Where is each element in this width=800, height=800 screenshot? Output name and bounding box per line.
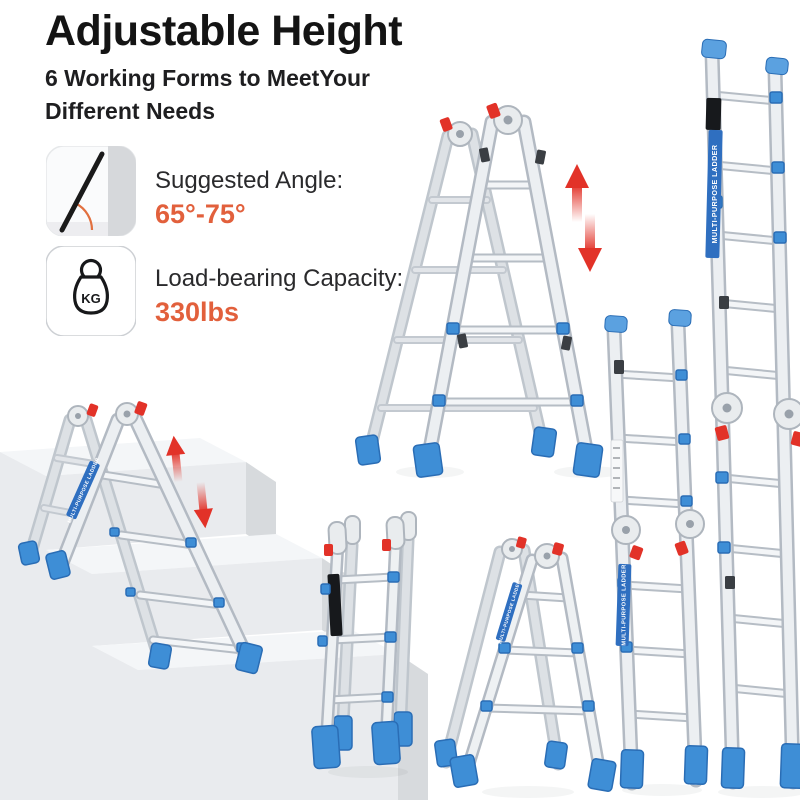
- ladder-rungs: [708, 90, 796, 699]
- ladder-feet: [17, 540, 263, 675]
- hinge-locks: [611, 509, 705, 561]
- ladder-rungs: [324, 572, 399, 705]
- rung-clamps: [617, 369, 693, 653]
- ladder-rungs: [434, 180, 582, 407]
- ladder-feet: [412, 442, 604, 478]
- ladder-feet: [449, 754, 617, 792]
- rail-pad: [614, 360, 624, 374]
- side-label: [327, 573, 343, 637]
- feature-angle: Suggested Angle: 65°-75°: [155, 166, 455, 230]
- angle-label: Suggested Angle:: [155, 167, 344, 194]
- staircase: [0, 438, 428, 800]
- ladder-rungs: [40, 454, 248, 655]
- ladder-feet: [720, 742, 800, 790]
- page-title: Adjustable Height: [45, 7, 403, 55]
- header: Adjustable Height 6 Working Forms to Mee…: [45, 4, 525, 128]
- rail-pads: [456, 147, 572, 351]
- svg-text:MULTI-PURPOSE LADDER: MULTI-PURPOSE LADDER: [710, 144, 719, 243]
- ladder-rungs: [481, 590, 594, 716]
- down-arrow-icon: [578, 214, 602, 272]
- subtitle-line-2: Different Needs: [45, 98, 215, 124]
- hinge-locks: [486, 102, 523, 135]
- angle-icon: [46, 146, 136, 236]
- rung-clamps: [317, 571, 400, 703]
- down-arrow-icon: [193, 481, 213, 529]
- top-caps: [604, 309, 692, 333]
- rung-clamps: [432, 322, 584, 407]
- subtitle-line-1: 6 Working Forms to MeetYour: [45, 65, 371, 91]
- ladder-feet: [311, 720, 401, 770]
- kg-weight-icon: KG: [46, 246, 136, 336]
- top-caps: [701, 38, 789, 76]
- stair-a-frame-ladder: MULTI-PURPOSE LADDER: [17, 401, 263, 675]
- side-label: MULTI-PURPOSE LADDER: [705, 97, 723, 259]
- rung-clamps: [480, 642, 595, 712]
- page-subtitle: 6 Working Forms to MeetYour Different Ne…: [45, 62, 525, 128]
- hinge-locks: [534, 542, 564, 569]
- ladder-feet: [619, 745, 709, 789]
- large-a-frame-ladder: [354, 102, 622, 478]
- hinge-locks: [67, 401, 148, 427]
- up-arrow-icon: [166, 435, 186, 483]
- svg-text:MULTI-PURPOSE LADDER: MULTI-PURPOSE LADDER: [622, 564, 628, 646]
- rail-pads: [719, 296, 735, 589]
- up-arrow-icon: [565, 164, 589, 222]
- half-folded-ladder: MULTI-PURPOSE LADDER: [604, 309, 709, 796]
- fully-extended-ladder: MULTI-PURPOSE LADDER: [701, 38, 800, 798]
- capacity-value: 330lbs: [155, 297, 240, 327]
- scale-sticker: [610, 439, 624, 503]
- ladder-front-rails: [457, 551, 609, 791]
- side-label: MULTI-PURPOSE LADDER: [615, 563, 632, 647]
- ladder-rungs: [611, 369, 698, 723]
- feature-capacity: Load-bearing Capacity: 330lbs: [155, 264, 455, 328]
- hinge-locks: [324, 515, 406, 556]
- small-a-frame-ladder: MULTI-PURPOSE LADDER: [434, 536, 617, 798]
- hinge-locks: [711, 392, 800, 447]
- angle-value: 65°-75°: [155, 199, 246, 229]
- fully-folded-ladder: [311, 511, 417, 778]
- capacity-label: Load-bearing Capacity:: [155, 265, 404, 292]
- kg-badge-text: KG: [81, 291, 101, 306]
